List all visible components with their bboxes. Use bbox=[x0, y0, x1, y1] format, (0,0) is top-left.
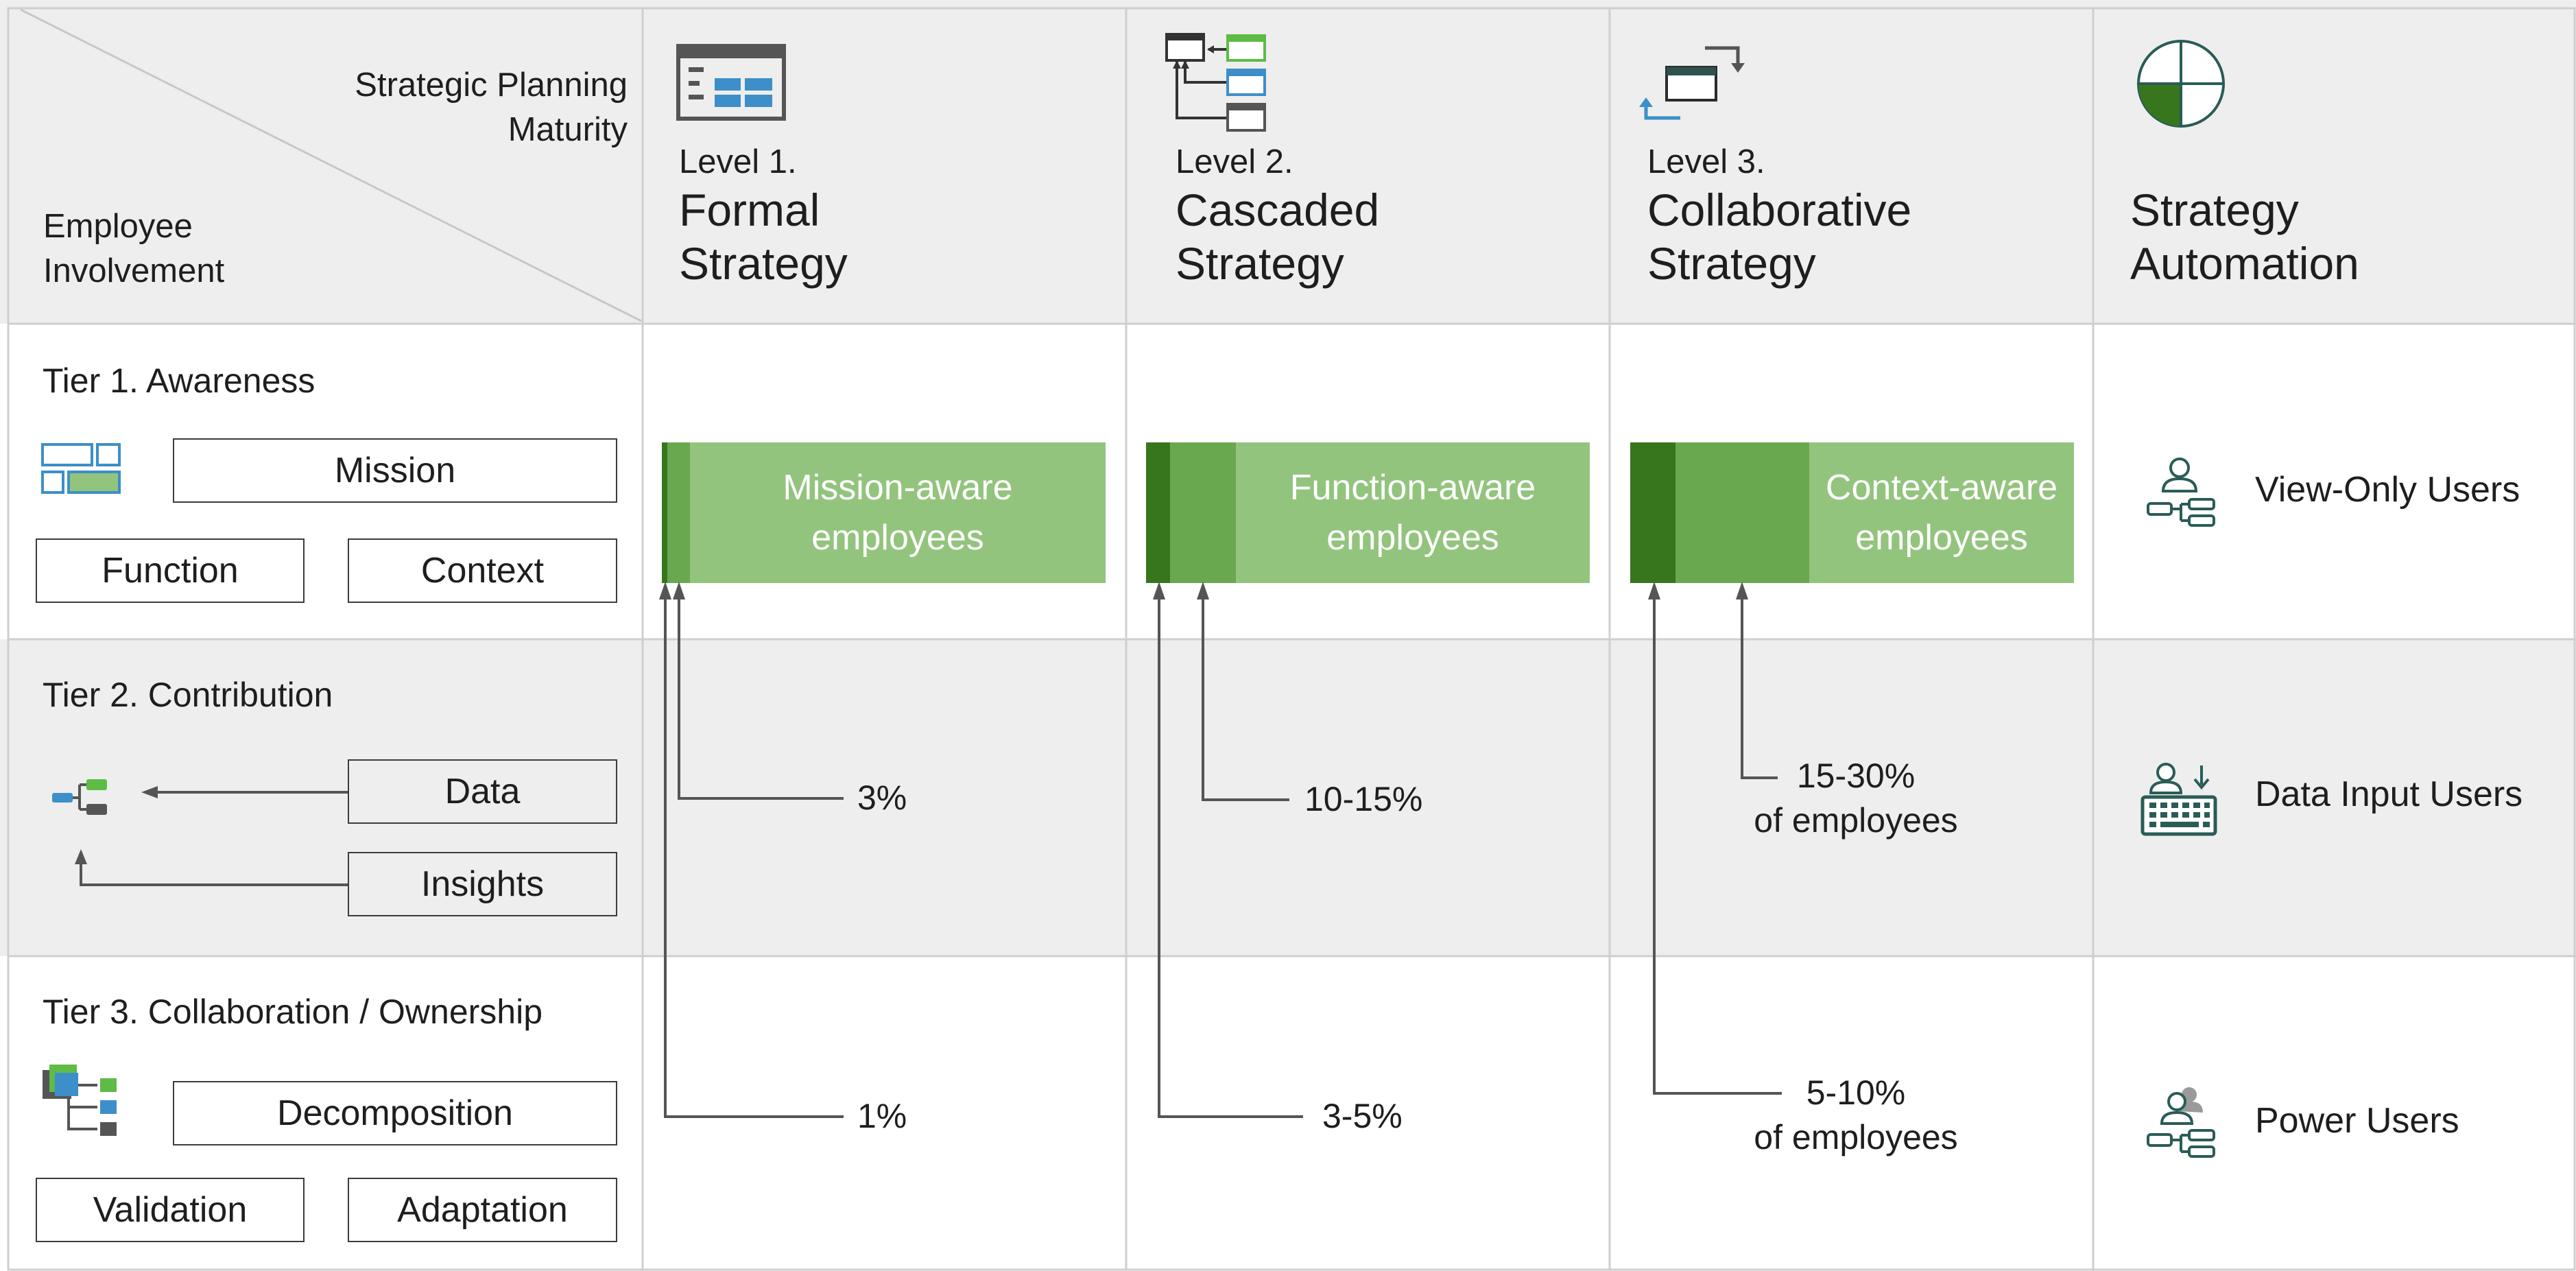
bar-level1: Mission-aware employees bbox=[662, 442, 1106, 583]
level2-label: Level 2. bbox=[1176, 143, 1293, 180]
validation-box: Validation bbox=[36, 1178, 305, 1242]
level1-title: Formal Strategy bbox=[679, 185, 848, 289]
annotation-level2-tier2: 10-15% bbox=[1304, 780, 1423, 818]
bar-level3: Context-aware employees bbox=[1630, 442, 2074, 583]
pie-chart-icon bbox=[2137, 40, 2225, 128]
bar-level2: Function-aware employees bbox=[1146, 442, 1590, 583]
level1-label: Level 1. bbox=[679, 143, 797, 180]
awareness-icon bbox=[41, 443, 121, 494]
function-box: Function bbox=[36, 538, 305, 603]
annotation-level1-tier3: 1% bbox=[857, 1097, 907, 1135]
bar-level2-tier2-segment bbox=[1170, 442, 1236, 583]
annotation-level3-tier3: 5-10% of employees bbox=[1754, 1073, 1958, 1156]
contribution-icon bbox=[52, 779, 107, 815]
bar-level3-tier2-segment bbox=[1675, 442, 1809, 583]
automation-title: Strategy Automation bbox=[2130, 185, 2359, 289]
header-row-bg bbox=[0, 0, 2576, 324]
tier2-arrows bbox=[75, 786, 348, 886]
bar-level3-tier3-segment bbox=[1630, 442, 1675, 583]
annotation-level2-tier3: 3-5% bbox=[1322, 1097, 1403, 1135]
view-only-user-icon bbox=[2147, 458, 2215, 527]
tier1-title: Tier 1. Awareness bbox=[43, 361, 315, 400]
data-input-users-label: Data Input Users bbox=[2255, 774, 2523, 814]
power-users-label: Power Users bbox=[2255, 1101, 2459, 1141]
level3-label: Level 3. bbox=[1647, 143, 1765, 180]
mission-box: Mission bbox=[173, 438, 617, 503]
adaptation-box: Adaptation bbox=[348, 1178, 617, 1242]
corner-bottom-label: Employee Involvement bbox=[43, 208, 225, 289]
cascaded-strategy-icon bbox=[1165, 33, 1266, 132]
annotation-level1-tier2: 3% bbox=[857, 779, 907, 817]
bar-level2-label: Function-aware employees bbox=[1289, 468, 1536, 558]
level2-title: Cascaded Strategy bbox=[1176, 185, 1380, 289]
decomposition-icon bbox=[43, 1065, 117, 1136]
insights-box: Insights bbox=[348, 852, 617, 916]
bar-level1-tier3-segment bbox=[662, 442, 667, 583]
bar-level1-label: Mission-aware employees bbox=[783, 468, 1013, 558]
bar-level3-label: Context-aware employees bbox=[1825, 468, 2058, 558]
bar-level2-tier3-segment bbox=[1146, 442, 1170, 583]
context-box: Context bbox=[348, 538, 617, 603]
data-input-user-icon bbox=[2140, 763, 2217, 836]
view-only-users-label: View-Only Users bbox=[2255, 470, 2520, 510]
formal-strategy-icon bbox=[676, 44, 786, 121]
annotation-level3-tier2: 15-30% of employees bbox=[1754, 757, 1958, 840]
data-box: Data bbox=[348, 759, 617, 824]
collaborative-strategy-icon bbox=[1639, 46, 1745, 120]
tier2-title: Tier 2. Contribution bbox=[43, 676, 333, 714]
bar-level1-tier2-segment bbox=[667, 442, 690, 583]
decomposition-box: Decomposition bbox=[173, 1081, 617, 1145]
power-user-icon bbox=[2147, 1087, 2215, 1158]
tier3-title: Tier 3. Collaboration / Ownership bbox=[43, 993, 543, 1031]
tier3-row-bg bbox=[0, 956, 2576, 1271]
corner-top-label: Strategic Planning Maturity bbox=[355, 67, 628, 148]
level3-title: Collaborative Strategy bbox=[1647, 185, 1912, 289]
corner-diagonal bbox=[20, 8, 642, 322]
